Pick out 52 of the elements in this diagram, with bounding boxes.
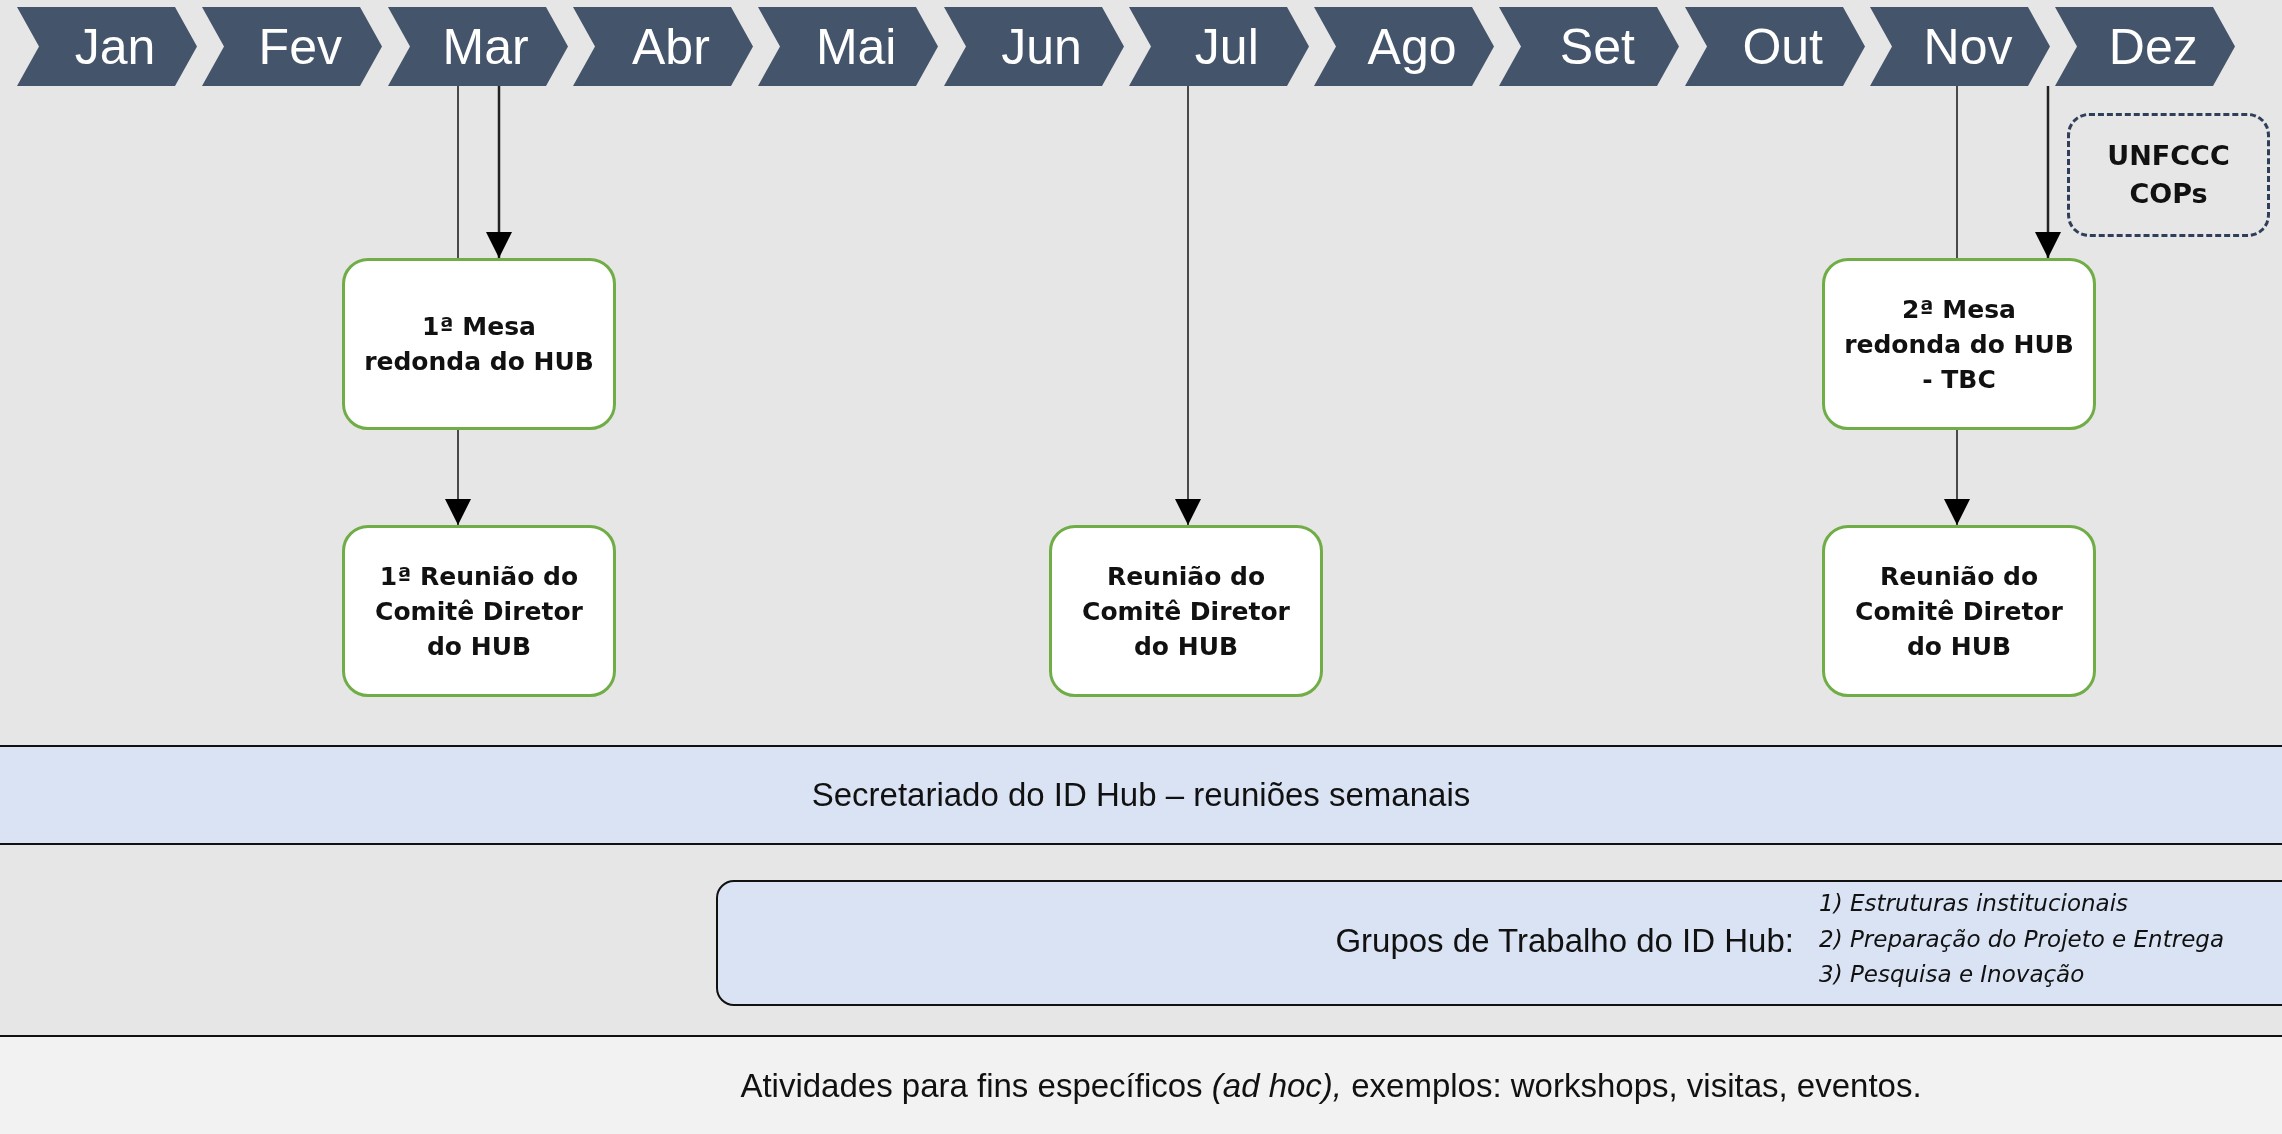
month-label: Jun [1000,17,1082,76]
connector-line [1956,85,1958,259]
month-label: Abr [631,17,710,76]
month-banner [1128,7,1309,86]
month-label: Ago [1366,17,1457,76]
month-label: Mar [441,17,529,76]
event-label: Reunião do Comitê Diretor do HUB [1081,560,1291,663]
month-label: Mai [814,17,897,76]
arrow [2035,86,2061,258]
month-banner [1684,7,1865,86]
event-callout-box [2067,113,2270,237]
event-label: 1ª Reunião do Comitê Diretor do HUB [374,560,584,663]
event-label: UNFCCC COPs [2106,139,2231,211]
month-banner [1314,7,1495,86]
arrow [1175,85,1201,526]
month-label: Jan [73,17,156,76]
month-label: Nov [1922,17,2013,76]
event-box [1049,525,1323,697]
month-banner [17,7,197,86]
event-box [1822,258,2096,430]
activity-band [0,745,2282,845]
band-label: Atividades para fins específicos (ad hoc), exemplos: workshops, visitas, eventos. [739,1066,1922,1105]
connector-line [457,85,459,259]
band-label: Secretariado do ID Hub – reuniões semanais [811,776,1471,814]
month-label: Set [1558,17,1635,76]
month-label: Fev [257,17,342,76]
group-title: Grupos de Trabalho do ID Hub: [1335,922,1794,960]
list-item: 1) Estruturas institucionais [1819,890,2129,916]
month-banner [202,7,383,86]
working-groups-panel [716,880,2282,1006]
month-label: Dez [2107,17,2198,76]
month-banner [2055,7,2236,86]
event-box [342,525,616,697]
list-item: 3) Pesquisa e Inovação [1819,961,2085,987]
event-box [1822,525,2096,697]
month-banner [943,7,1124,86]
list-item: 2) Preparação do Projeto e Entrega [1819,925,2224,952]
month-banner [572,7,753,86]
month-label: Out [1741,17,1823,76]
arrow [1944,429,1970,526]
event-box [342,258,616,430]
event-label: 2ª Mesa redonda do HUB - TBC [1843,293,2075,396]
event-label: Reunião do Comitê Diretor do HUB [1854,560,2064,663]
month-banner [1499,7,1680,86]
activity-band [0,1035,2282,1134]
arrow [486,86,512,258]
arrow [445,429,471,526]
month-banner [758,7,939,86]
event-label: 1ª Mesa redonda do HUB [363,311,595,378]
month-banner [1870,7,2050,86]
month-label: Jul [1193,17,1259,76]
month-banner [387,7,568,86]
